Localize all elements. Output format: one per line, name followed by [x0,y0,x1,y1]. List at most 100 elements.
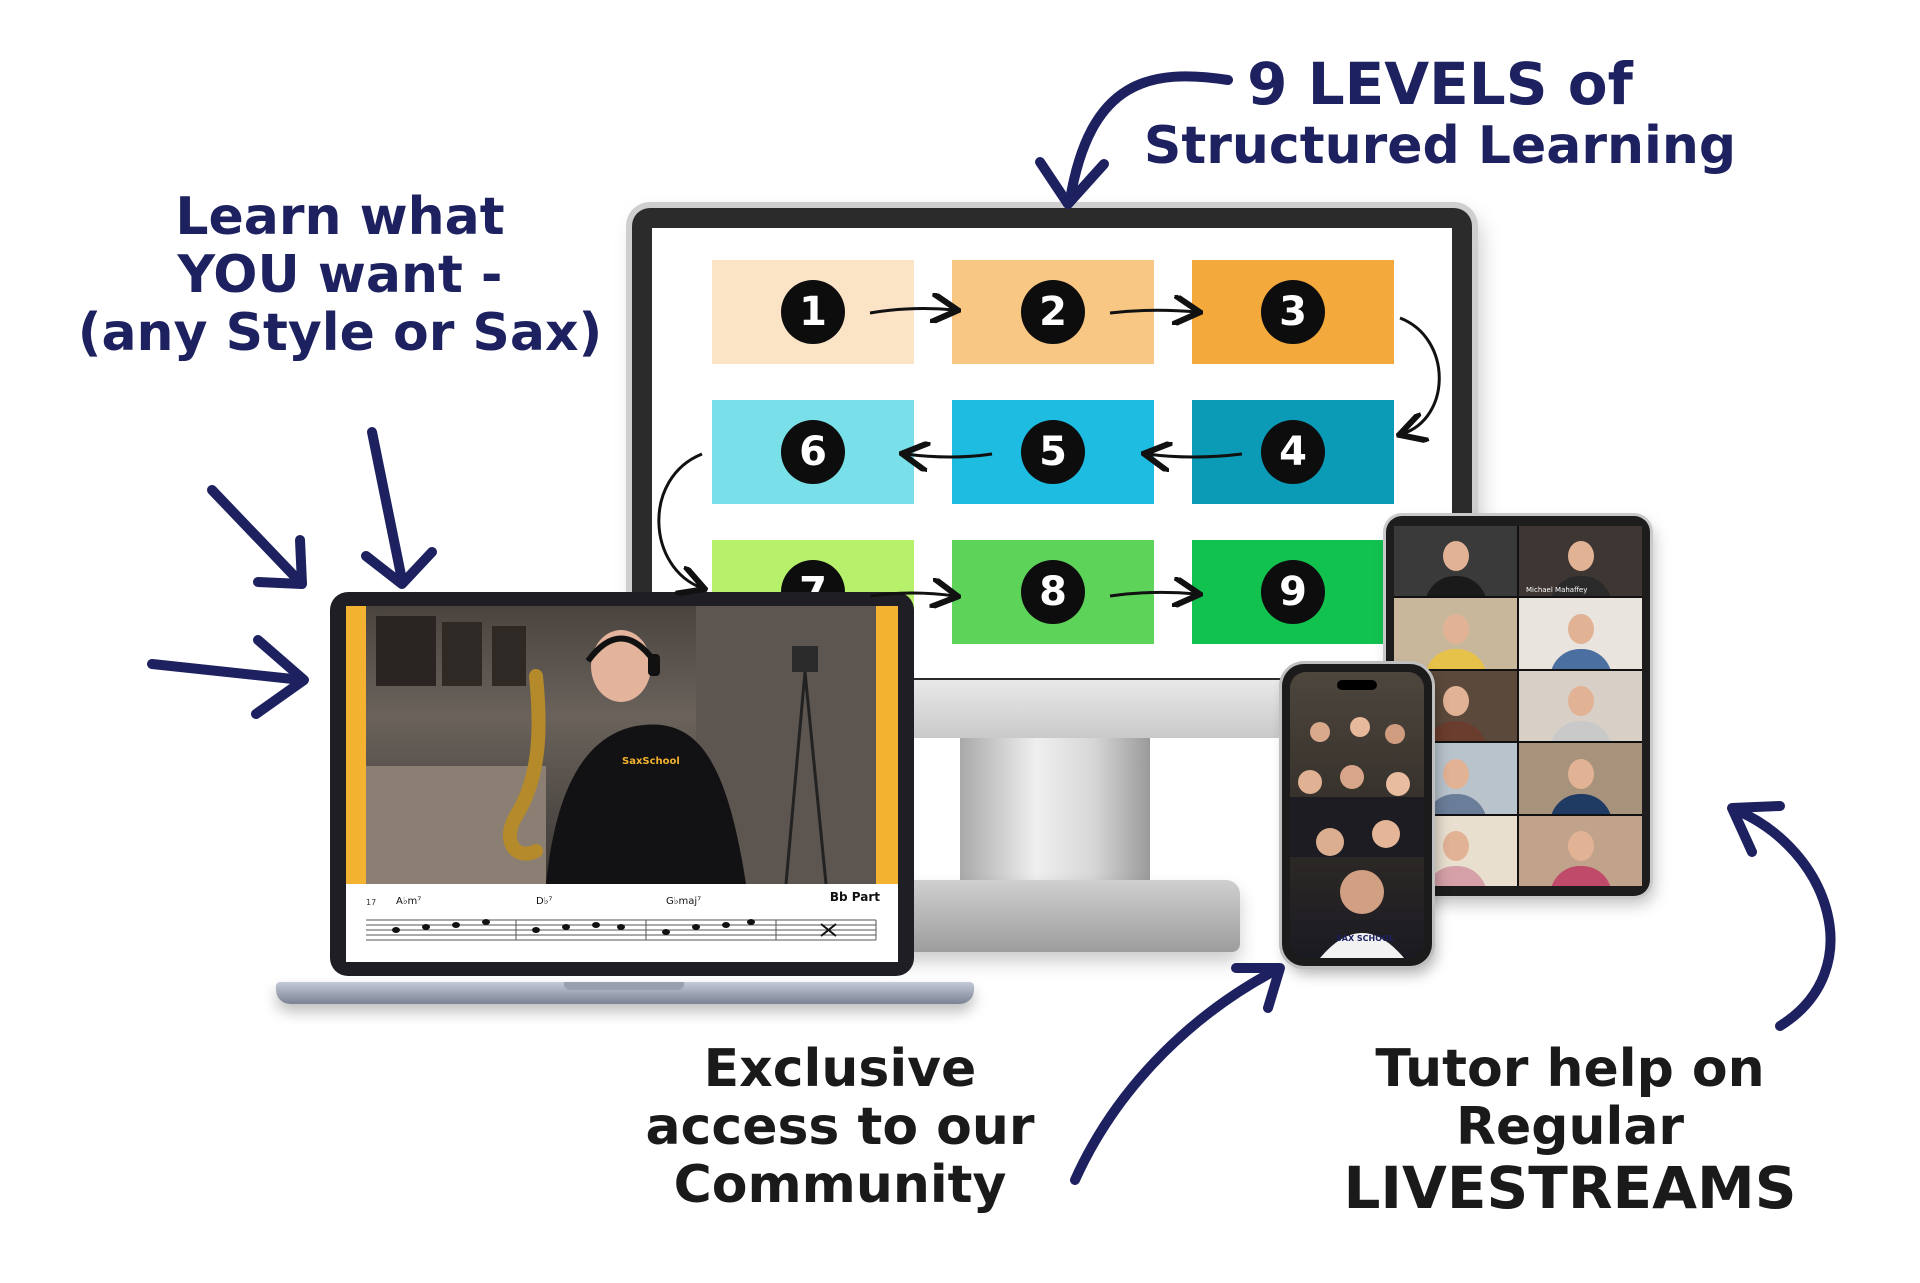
participant-body [1549,721,1612,742]
shirt-brand: SaxSchool [622,756,680,767]
community-callout-line2: access to our [645,1097,1035,1158]
level-4-number: 4 [1261,420,1325,484]
level-3-block: 3 [1192,260,1394,364]
arrow-7-8 [869,593,955,596]
levels-arrow-head [1035,157,1109,209]
tutor-callout: Tutor help on Regular LIVESTREAMS [1320,1040,1820,1221]
community-callout: Exclusive access to our Community [620,1040,1060,1215]
levels-callout-line2: Structured Learning [1143,115,1737,176]
laptop-screen: SaxSchool Bb Part 17 A♭m⁷ D♭⁷ G♭maj⁷ [346,606,898,962]
community-photo: SAX SCHOOL [1290,672,1424,958]
learn-arrow-1 [207,485,305,587]
learn-arrow-2 [367,427,407,585]
arrow-6-7 [657,452,702,588]
learn-arrow-1-head [253,535,307,589]
level-8-block: 8 [952,540,1154,644]
level-5-number: 5 [1021,420,1085,484]
participant-face [1567,541,1594,572]
sheet-music: Bb Part 17 A♭m⁷ D♭⁷ G♭maj⁷ [346,884,898,962]
tablet-device: Michael Mahaffey [1386,516,1650,896]
video-participant-tile [1394,526,1517,597]
arrow-3-4 [1400,316,1441,434]
participant-body [1549,648,1612,669]
community-arrow-head [1231,963,1285,1013]
learn-callout-line2: YOU want - [177,245,503,306]
level-2-block: 2 [952,260,1154,364]
community-arrow [1070,965,1281,1185]
learn-callout: Learn what YOU want - (any Style or Sax) [60,188,620,363]
monitor-base [880,880,1240,952]
arrow-1-2 [869,309,955,313]
participant-face [1442,613,1469,644]
video-participant-tile [1519,598,1642,669]
levels-callout-line1: 9 LEVELS of [1247,50,1633,118]
level-1-number: 1 [781,280,845,344]
chord-symbol-2: D♭⁷ [536,896,553,907]
video-participant-tile [1394,598,1517,669]
level-6-number: 6 [781,420,845,484]
participant-body [1424,648,1487,669]
level-6-block: 6 [712,400,914,504]
arrow-4-5 [1147,454,1243,457]
level-9-block: 9 [1192,540,1394,644]
laptop-device: SaxSchool Bb Part 17 A♭m⁷ D♭⁷ G♭maj⁷ [330,592,914,976]
monitor-screen: 123456789 [652,228,1452,678]
levels-callout: 9 LEVELS of Structured Learning [1120,50,1760,176]
participant-body [1424,576,1487,597]
level-3-number: 3 [1261,280,1325,344]
tutor-playing-sax [366,606,876,884]
participant-face [1567,758,1594,789]
group-photo-people [1290,717,1424,958]
learn-arrow-3 [147,659,307,685]
bar-number: 17 [366,898,377,907]
phone-shirt-brand: SAX SCHOOL [1336,934,1394,943]
participant-body [1549,576,1612,597]
tutor-arrow [1731,805,1836,1031]
participant-face [1567,831,1594,862]
participant-body [1424,721,1487,742]
participant-body [1424,866,1487,886]
chord-symbol-1: A♭m⁷ [396,896,422,907]
arrow-5-6 [905,454,993,457]
level-5-block: 5 [952,400,1154,504]
tutor-callout-line3: LIVESTREAMS [1343,1154,1797,1223]
livestream-video-grid [1394,526,1642,886]
phone-device: SAX SCHOOL [1282,664,1432,966]
dynamic-island [1337,680,1377,690]
community-callout-line3: Community [673,1155,1007,1216]
community-callout-line1: Exclusive [703,1039,977,1099]
sheet-part-label: Bb Part [829,890,880,904]
participant-body [1549,866,1612,886]
monitor-stand [960,738,1150,888]
participant-face [1442,831,1469,862]
arrow-2-3 [1109,310,1197,313]
tutor-callout-line1: Tutor help on [1375,1039,1765,1099]
learn-callout-line1: Learn what [175,187,505,247]
participant-face [1567,613,1594,644]
video-participant-tile [1519,526,1642,597]
desktop-monitor: 123456789 [632,208,1472,698]
level-flow-arrows [657,228,1441,678]
learn-arrow-3-head [251,635,309,719]
learn-arrow-2-head [361,547,437,589]
music-staff [366,919,877,941]
laptop-camera-notch [580,592,650,604]
video-participant-tile [1519,743,1642,814]
arrow-8-9 [1109,592,1197,596]
level-4-block: 4 [1192,400,1394,504]
tutor-arrow-head [1727,801,1785,857]
learn-callout-line3: (any Style or Sax) [77,303,603,364]
participant-face [1567,686,1594,717]
participant-body [1424,793,1487,814]
lesson-video: SaxSchool [366,606,876,884]
video-participant-tile [1519,670,1642,742]
laptop-base [276,982,974,1004]
participant-body [1549,793,1612,814]
level-9-number: 9 [1261,560,1325,624]
participant-name: Michael Mahaffey [1526,586,1588,594]
participant-face [1442,541,1469,572]
chord-symbol-3: G♭maj⁷ [666,896,702,907]
tutor-callout-line2: Regular [1455,1097,1685,1158]
participant-face [1442,686,1469,717]
participant-face [1442,758,1469,789]
